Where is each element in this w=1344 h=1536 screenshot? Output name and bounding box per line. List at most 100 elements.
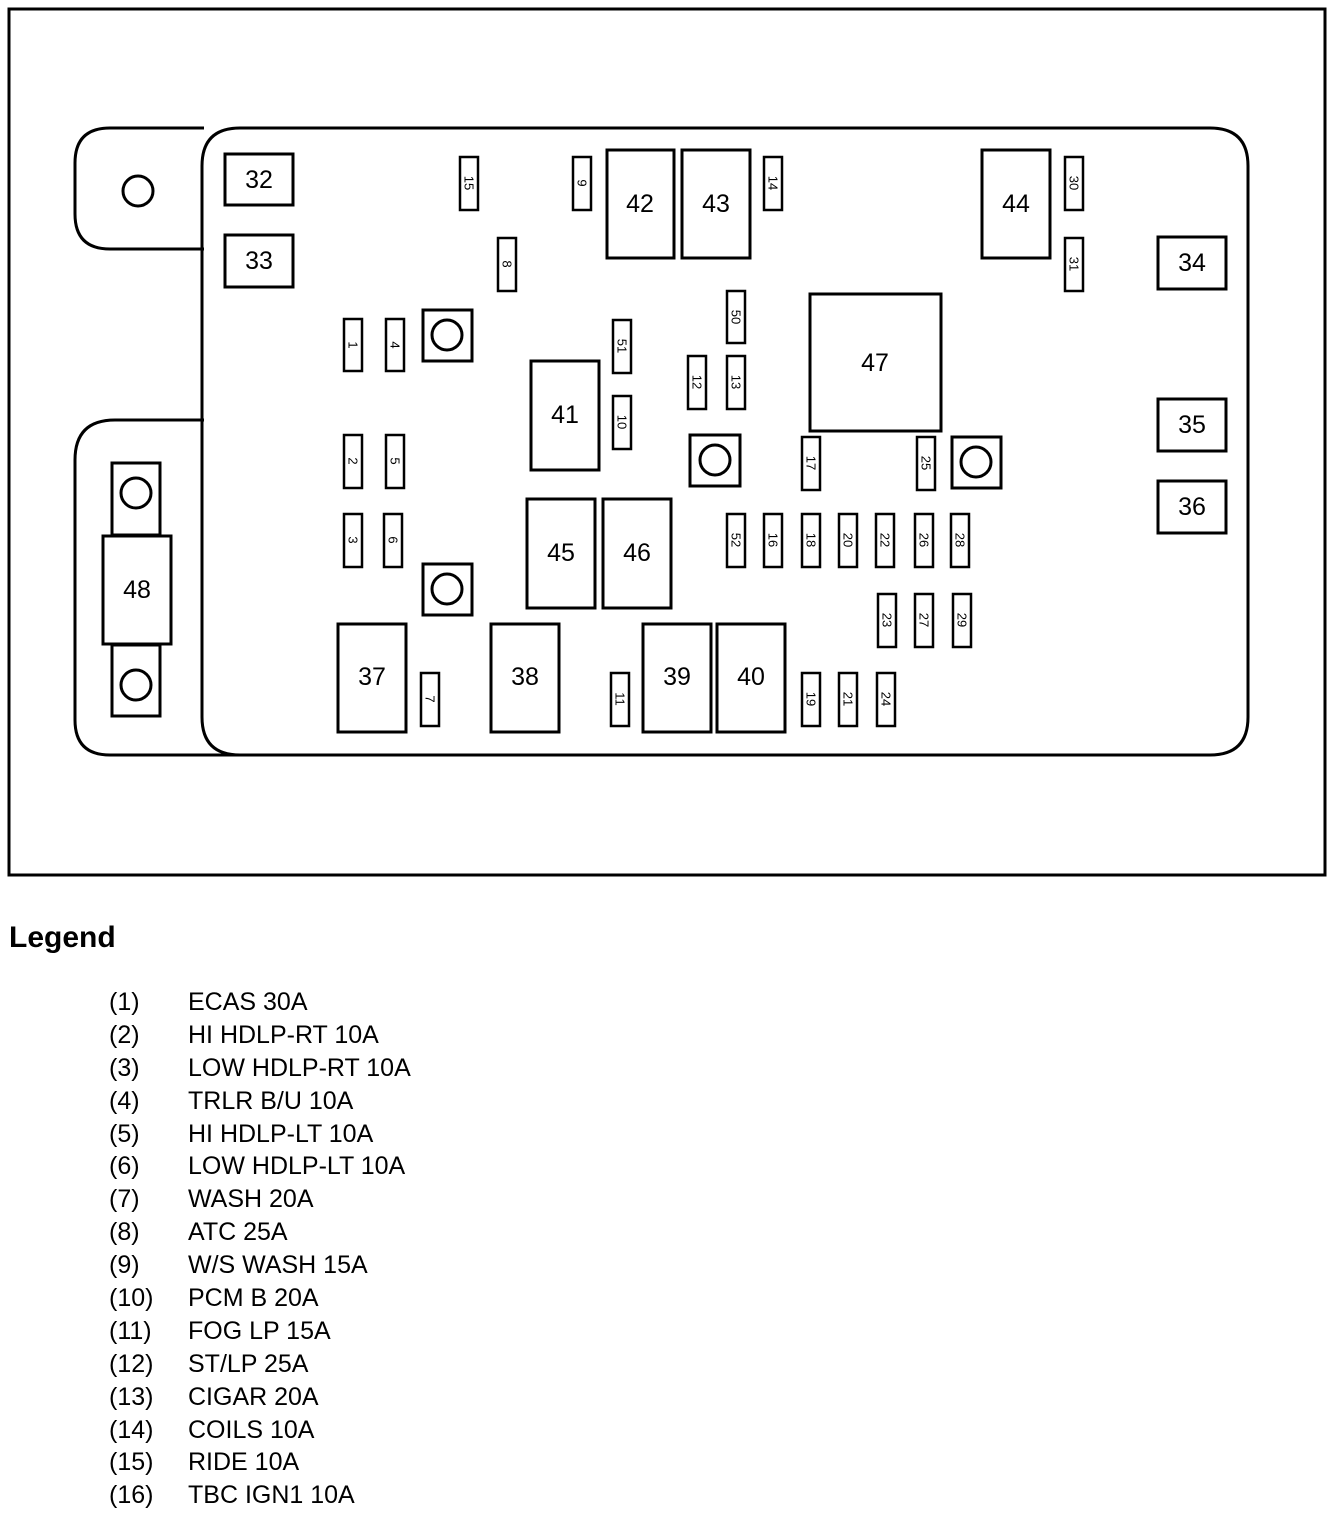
slot-23: 23 (876, 592, 898, 649)
slot-43-label: 43 (702, 190, 730, 218)
mounting-stud-icon (950, 435, 1003, 490)
slot-47-label: 47 (861, 349, 889, 377)
legend-item: (11)FOG LP 15A (109, 1315, 411, 1348)
slot-10-label: 10 (615, 415, 630, 429)
slot-39: 39 (641, 622, 713, 734)
slot-21-label: 21 (841, 692, 856, 706)
slot-9-label: 9 (575, 179, 590, 186)
slot-27-label: 27 (917, 613, 932, 627)
slot-42: 42 (605, 148, 676, 260)
slot-46-label: 46 (623, 539, 651, 567)
slot-3: 3 (342, 512, 364, 569)
slot-32: 32 (223, 152, 295, 207)
slot-21: 21 (837, 671, 859, 728)
slot-7: 7 (419, 671, 441, 728)
slot-37-label: 37 (358, 663, 386, 691)
legend-item: (15)RIDE 10A (109, 1446, 411, 1479)
slot-52-label: 52 (729, 533, 744, 547)
fuse-block-body (200, 126, 1250, 757)
legend-item-label: LOW HDLP-RT 10A (188, 1053, 411, 1082)
slot-45-label: 45 (547, 539, 575, 567)
legend-item-number: (10) (109, 1284, 154, 1313)
slot-12: 12 (686, 354, 708, 411)
slot-5: 5 (384, 433, 406, 490)
slot-23-label: 23 (880, 613, 895, 627)
legend-item: (14)COILS 10A (109, 1414, 411, 1447)
slot-47: 47 (808, 292, 943, 433)
legend-item: (9) W/S WASH 15A (109, 1249, 411, 1282)
legend-item: (13)CIGAR 20A (109, 1381, 411, 1414)
slot-31-label: 31 (1067, 257, 1082, 271)
slot-30-label: 30 (1067, 176, 1082, 190)
slot-41-label: 41 (551, 401, 579, 429)
slot-8: 8 (496, 236, 518, 293)
slot-50: 50 (725, 289, 747, 345)
legend-item-number: (8) (109, 1218, 140, 1247)
legend-item: (7) WASH 20A (109, 1183, 411, 1216)
slot-40: 40 (715, 622, 787, 734)
slot-20: 20 (837, 512, 859, 569)
slot-40-label: 40 (737, 663, 765, 691)
legend-item-label: COILS 10A (188, 1415, 315, 1444)
slot-15: 15 (458, 155, 480, 212)
slot-22-label: 22 (878, 533, 893, 547)
legend-item: (6)LOW HDLP-LT 10A (109, 1150, 411, 1183)
slot-44: 44 (980, 148, 1052, 260)
slot-36: 36 (1156, 479, 1228, 535)
slot-48: 48 (101, 461, 173, 718)
slot-13: 13 (725, 354, 747, 411)
legend-item: (10)PCM B 20A (109, 1282, 411, 1315)
legend-item-number: (4) (109, 1086, 140, 1115)
legend-item-label: RIDE 10A (188, 1448, 300, 1477)
slot-11-label: 11 (613, 692, 628, 706)
mounting-tab-top (73, 126, 204, 251)
legend-item-number: (1) (109, 988, 140, 1016)
slot-12-label: 12 (690, 375, 705, 389)
mounting-stud-icon (421, 308, 474, 363)
legend-item-label: ATC 25A (188, 1218, 288, 1247)
mounting-stud-icon (688, 433, 742, 488)
legend-item-label: TBC IGN1 10A (188, 1481, 355, 1510)
slot-4: 4 (384, 317, 406, 373)
slot-50-label: 50 (729, 310, 744, 324)
slot-24: 24 (875, 671, 897, 728)
slot-36-label: 36 (1178, 493, 1206, 521)
slot-1: 1 (342, 317, 364, 373)
legend-item-number: (7) (109, 1185, 140, 1214)
slot-52: 52 (725, 512, 747, 569)
slot-33-label: 33 (245, 247, 273, 275)
slot-16: 16 (762, 512, 784, 569)
legend-item: (4)TRLR B/U 10A (109, 1085, 411, 1118)
slot-6: 6 (382, 512, 404, 569)
legend-item-number: (9) (109, 1251, 140, 1280)
slot-30: 30 (1063, 155, 1085, 212)
slot-17: 17 (800, 435, 822, 492)
legend-item-label: ST/LP 25A (188, 1349, 309, 1378)
legend-item-number: (12) (109, 1349, 154, 1378)
slot-33: 33 (223, 233, 295, 289)
slot-51: 51 (611, 318, 633, 375)
legend-item: (8) ATC 25A (109, 1216, 411, 1249)
legend-item: (12) ST/LP 25A (109, 1348, 411, 1381)
legend-item-label: W/S WASH 15A (188, 1251, 368, 1280)
slot-16-label: 16 (766, 533, 781, 547)
slot-43: 43 (680, 148, 752, 260)
slot-8-label: 8 (500, 260, 515, 267)
legend-item-label: FOG LP 15A (188, 1316, 331, 1345)
slot-41: 41 (529, 359, 601, 472)
mounting-tab-bottom (73, 418, 240, 757)
slot-14-label: 14 (766, 176, 781, 190)
legend-item-label: WASH 20A (188, 1185, 314, 1214)
slot-28: 28 (949, 512, 971, 569)
mounting-hole-icon (121, 174, 155, 208)
slot-2-label: 2 (346, 457, 361, 464)
slot-29: 29 (951, 592, 973, 649)
legend-item-label: LOW HDLP-LT 10A (188, 1152, 406, 1181)
slot-46: 46 (601, 497, 673, 610)
slot-45: 45 (525, 497, 597, 610)
slot-38: 38 (489, 622, 561, 734)
slot-6-label: 6 (386, 536, 401, 543)
legend-item-label: ECAS 30A (188, 988, 308, 1016)
slot-26-label: 26 (917, 533, 932, 547)
slot-1-label: 1 (346, 341, 361, 348)
